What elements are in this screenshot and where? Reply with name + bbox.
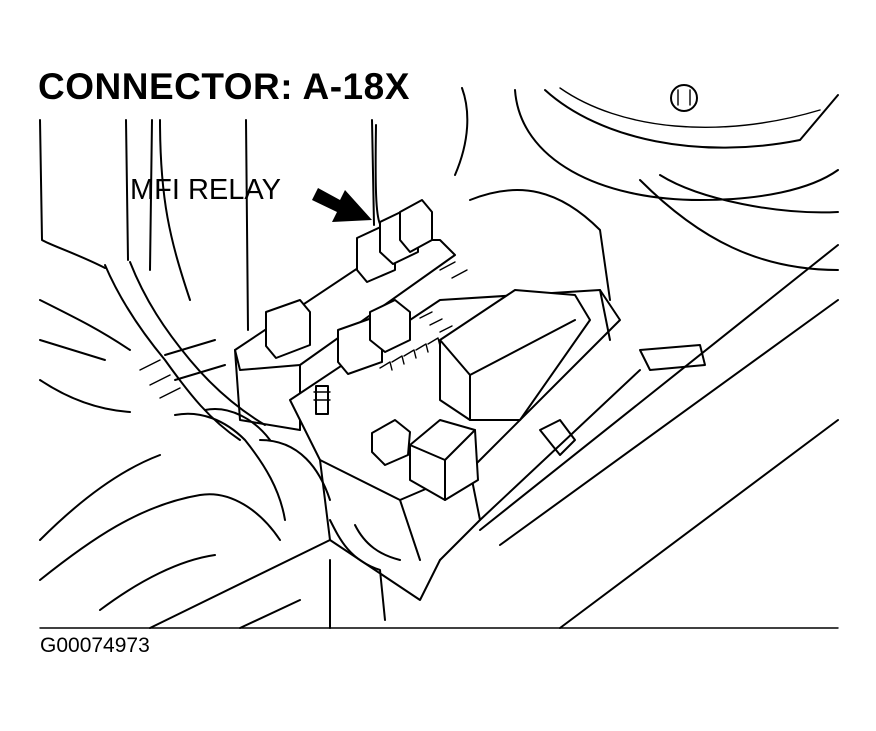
mfi-relay-callout-label: MFI RELAY bbox=[130, 174, 281, 206]
lower-left-housing bbox=[39, 454, 331, 629]
callout-arrow bbox=[312, 188, 372, 222]
main-fuse-block bbox=[439, 289, 591, 421]
front-relay bbox=[371, 419, 479, 501]
wire-harness bbox=[104, 261, 401, 621]
right-panel bbox=[454, 87, 839, 629]
left-frame bbox=[39, 119, 381, 413]
upper-housing bbox=[514, 84, 839, 271]
fuse-slots bbox=[379, 261, 468, 371]
connector-title: CONNECTOR: A-18X bbox=[38, 66, 410, 107]
relay-box bbox=[234, 239, 641, 601]
figure-id: G00074973 bbox=[40, 634, 150, 657]
relay-row bbox=[265, 199, 433, 375]
stud-bolt bbox=[313, 385, 331, 415]
